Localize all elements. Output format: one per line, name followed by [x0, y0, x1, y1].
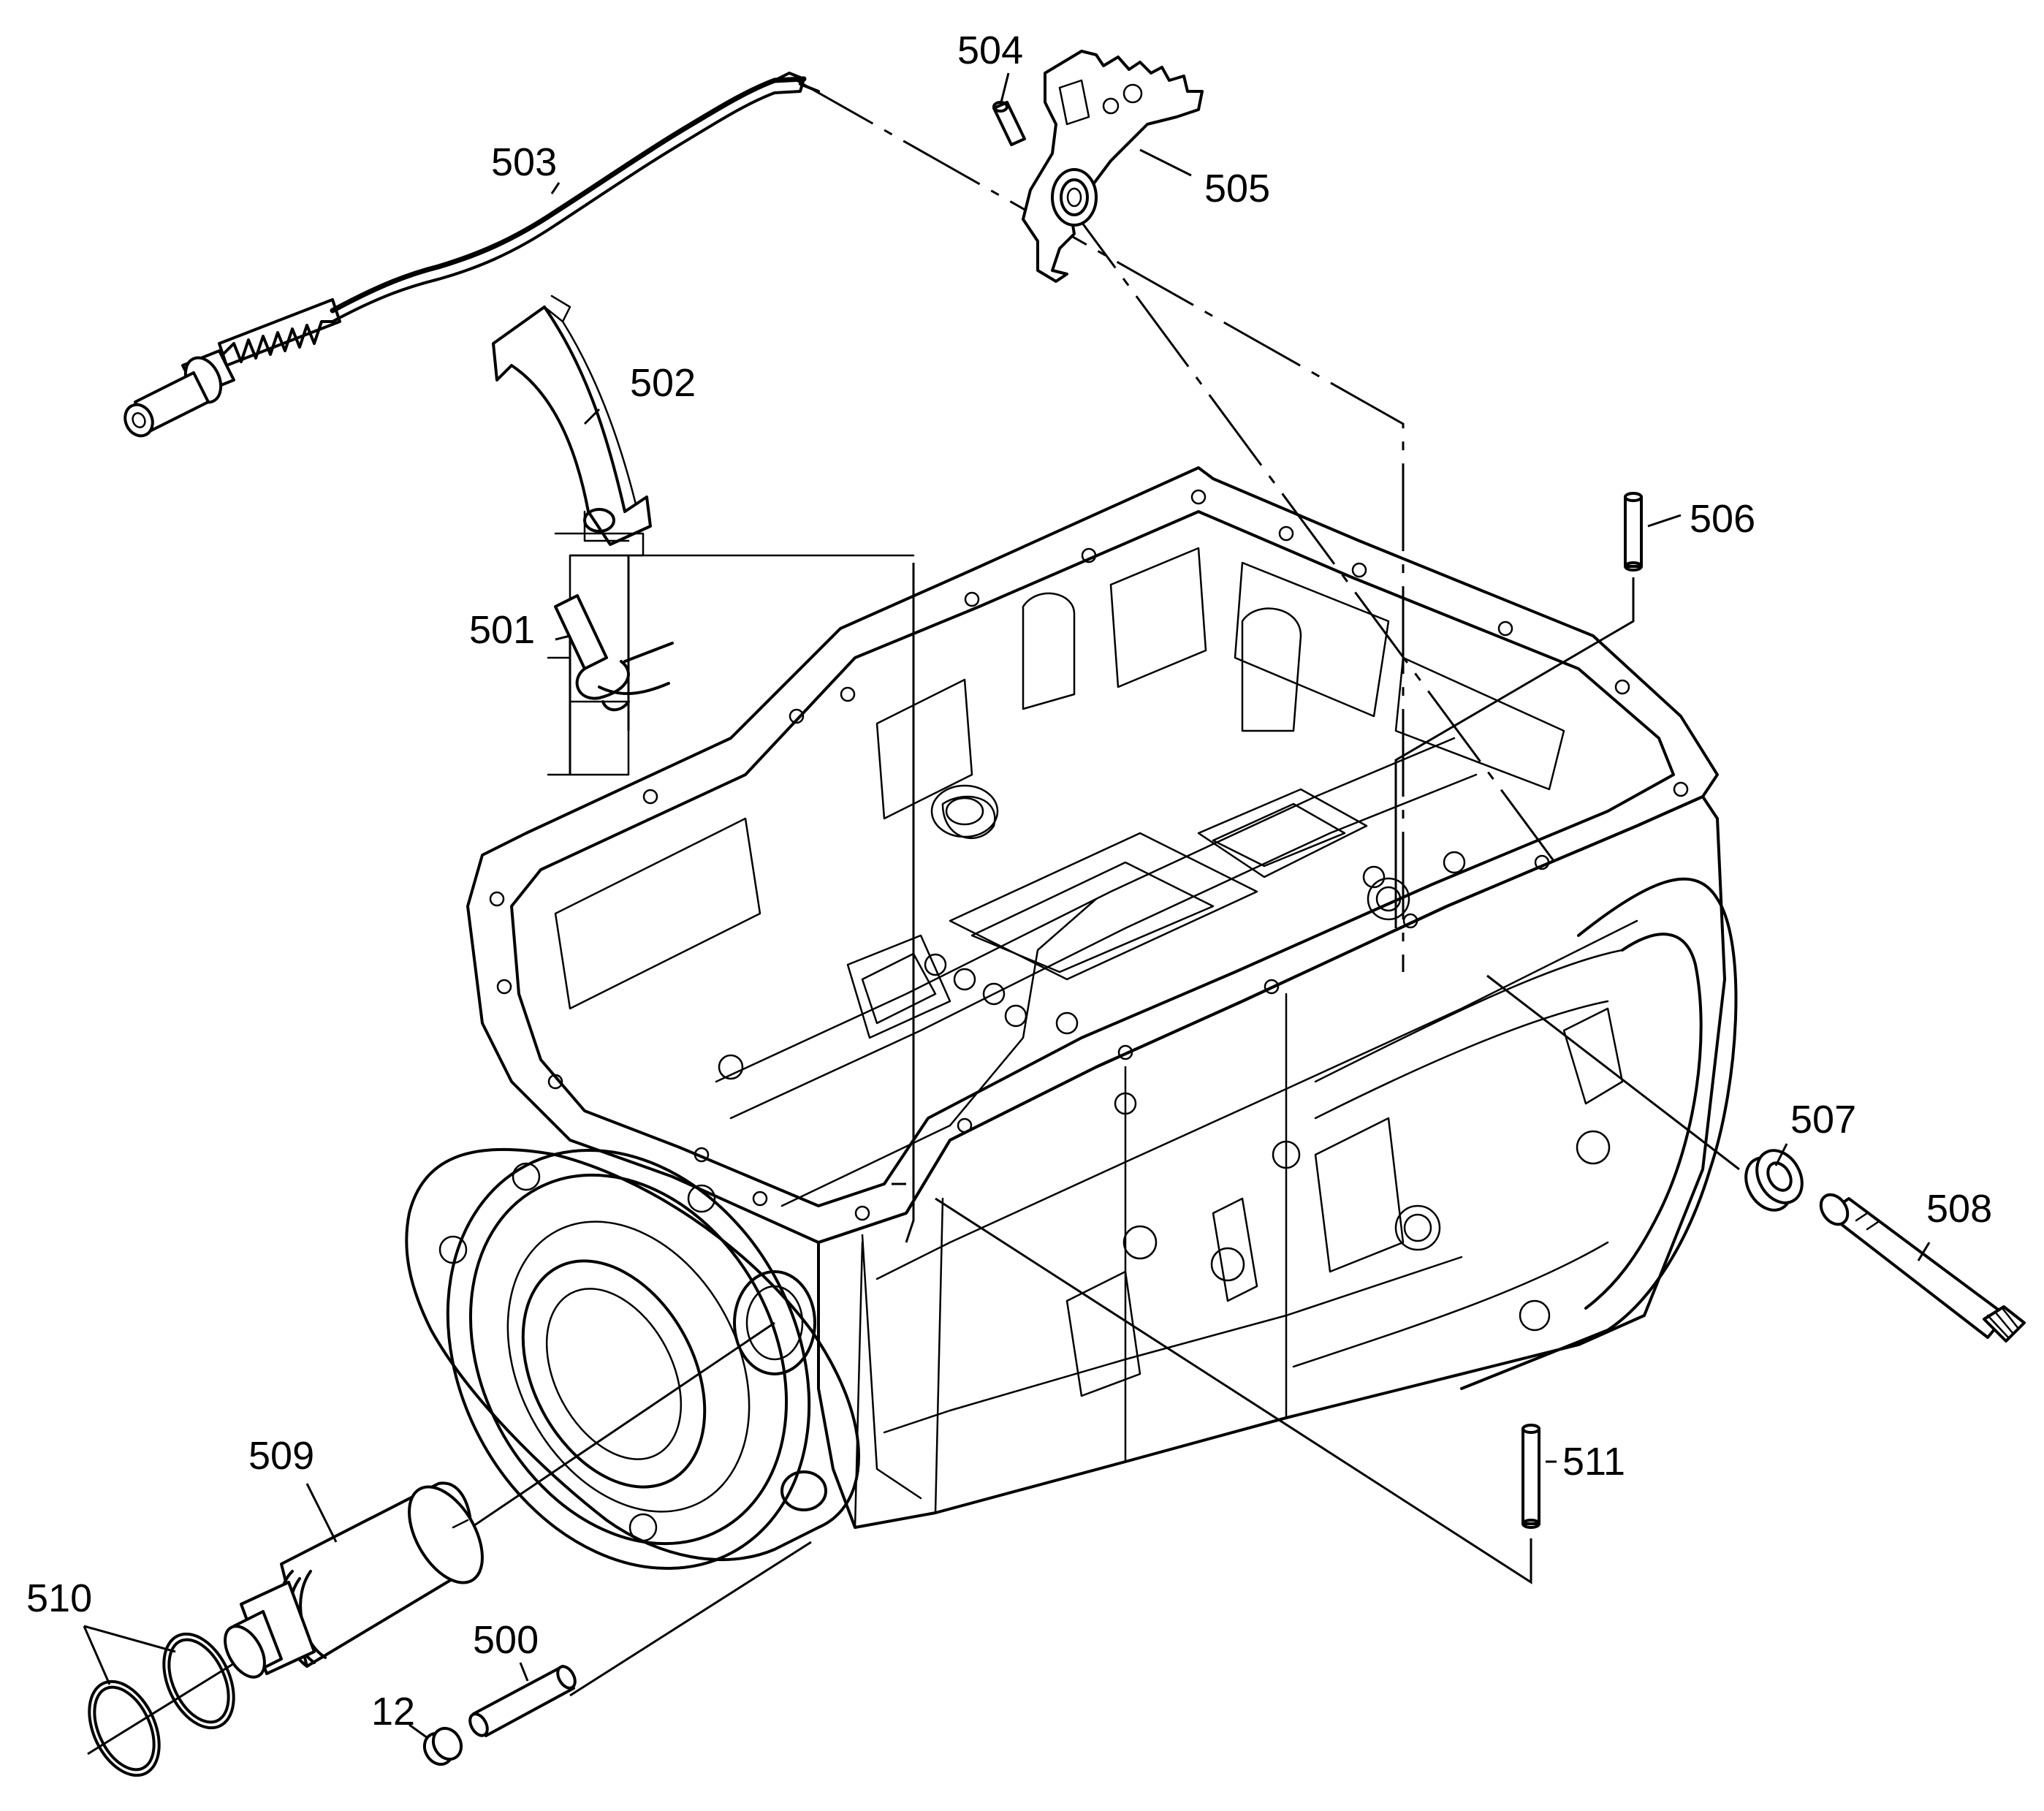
- center-lines: [87, 79, 1740, 1755]
- callout-503: 503: [491, 140, 557, 184]
- callout-506: 506: [1690, 497, 1755, 541]
- part-502-guide: [492, 295, 652, 732]
- callout-511: 511: [1562, 1440, 1625, 1484]
- callout-501: 501: [469, 608, 535, 652]
- callout-509: 509: [248, 1434, 314, 1478]
- part-510-o-rings: [88, 1632, 235, 1777]
- right-bell-housing: [1460, 877, 1738, 1390]
- transmission-case: [405, 466, 1738, 1571]
- part-505-detent-lever: [1022, 50, 1204, 283]
- callout-505: 505: [1204, 167, 1270, 210]
- part-508-shaft: [1819, 1193, 2026, 1343]
- part-500-sleeve: [468, 1665, 577, 1737]
- callout-508: 508: [1926, 1187, 1992, 1231]
- flange-bolt-holes: [489, 489, 1689, 1221]
- part-503-shift-rod: [124, 72, 820, 438]
- callout-510: 510: [26, 1576, 92, 1620]
- case-inner-opening: [510, 510, 1675, 1207]
- callout-504: 504: [957, 29, 1023, 72]
- part-501-clip: [554, 554, 674, 776]
- part-506-dowel: [1624, 492, 1643, 572]
- callout-507: 507: [1790, 1098, 1856, 1142]
- part-509-piston: [224, 1481, 484, 1679]
- callout-502: 502: [630, 361, 696, 405]
- callout-12: 12: [371, 1690, 415, 1734]
- part-511-dowel: [1521, 1424, 1540, 1529]
- case-front-wall: [817, 795, 1726, 1529]
- callout-500: 500: [473, 1618, 539, 1662]
- part-504-pin: [992, 101, 1026, 146]
- front-bell-housing: [405, 1147, 860, 1571]
- callout-leaders: [83, 72, 1931, 1739]
- callout-labels: 503 502 501 504 505 506 507 508 509 510 …: [26, 29, 1992, 1734]
- part-507-seal: [1744, 1149, 1804, 1212]
- part-12-plug: [422, 1726, 463, 1766]
